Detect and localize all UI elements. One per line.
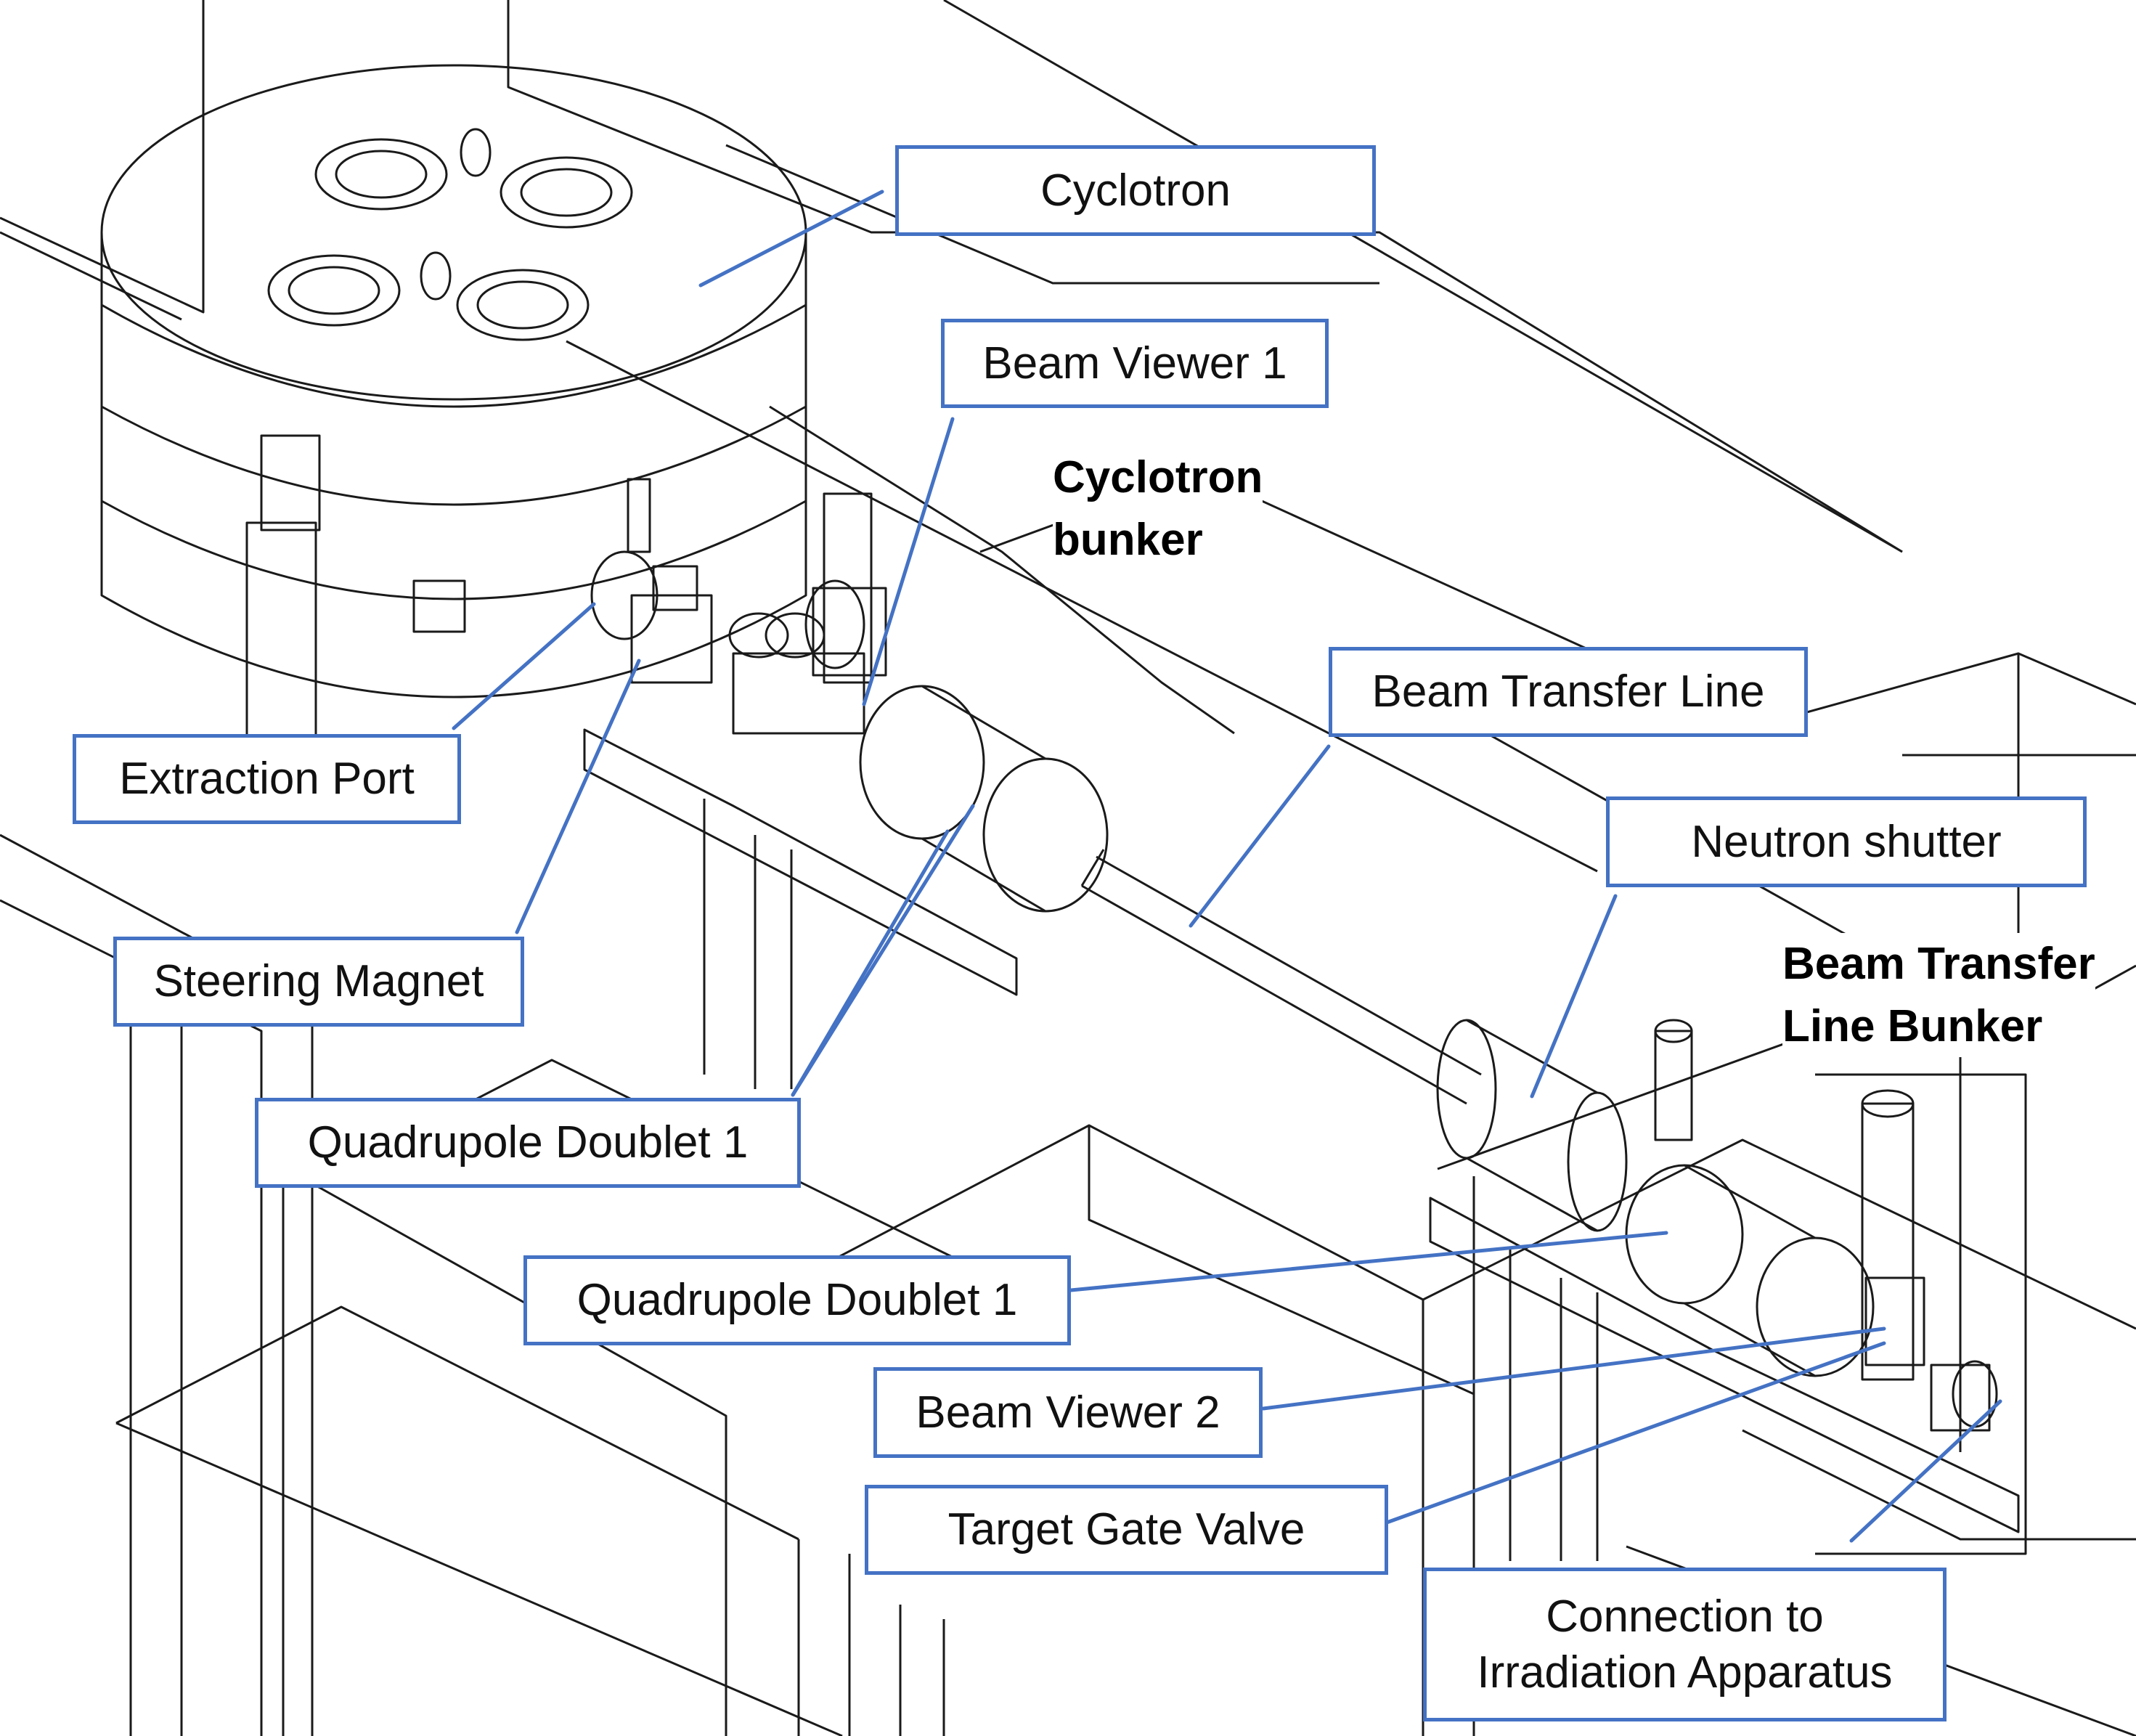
cyclotron-body: [100, 64, 807, 742]
title-transfer-bunker-line1: Beam Transfer: [1782, 939, 2095, 989]
label-beam-transfer-line-text: Beam Transfer Line: [1371, 667, 1765, 717]
label-beam-viewer-1: Beam Viewer 1: [941, 319, 1329, 408]
label-connection-line1: Connection to: [1546, 1591, 1824, 1642]
label-neutron-shutter-text: Neutron shutter: [1691, 816, 2002, 867]
label-steering-magnet-text: Steering Magnet: [153, 956, 484, 1007]
label-beam-viewer-2: Beam Viewer 2: [873, 1367, 1263, 1458]
label-extraction-port-text: Extraction Port: [119, 754, 415, 804]
beam-transfer-pipe: [1080, 849, 1482, 1105]
label-neutron-shutter: Neutron shutter: [1606, 796, 2087, 887]
quadrupole-doublet-1-upper: [859, 685, 1109, 913]
callout-leaders: [452, 190, 2002, 1543]
label-quadrupole-doublet-upper: Quadrupole Doublet 1: [255, 1098, 801, 1188]
label-cyclotron-text: Cyclotron: [1040, 165, 1231, 216]
label-quadrupole-doublet-upper-text: Quadrupole Doublet 1: [307, 1117, 749, 1168]
label-beam-viewer-2-text: Beam Viewer 2: [916, 1387, 1220, 1438]
label-target-gate-valve-text: Target Gate Valve: [947, 1504, 1305, 1555]
label-connection-irradiation: Connection to Irradiation Apparatus: [1423, 1568, 1947, 1721]
title-transfer-bunker-line2: Line Bunker: [1782, 1001, 2043, 1051]
label-extraction-port: Extraction Port: [73, 734, 461, 824]
label-cyclotron: Cyclotron: [895, 145, 1376, 236]
beam-viewer-1-assembly: [728, 492, 887, 735]
title-cyclotron-bunker-line2: bunker: [1053, 514, 1203, 565]
label-quadrupole-doublet-lower-text: Quadrupole Doublet 1: [576, 1275, 1018, 1326]
label-connection-line2: Irradiation Apparatus: [1477, 1647, 1893, 1698]
label-beam-transfer-line: Beam Transfer Line: [1329, 647, 1808, 737]
support-stands: [583, 728, 2020, 1561]
neutron-shutter: [1436, 1019, 1693, 1232]
label-steering-magnet: Steering Magnet: [113, 937, 524, 1027]
label-target-gate-valve: Target Gate Valve: [865, 1485, 1388, 1575]
title-cyclotron-bunker: Cyclotron bunker: [1053, 447, 1263, 571]
lower-beamline-assembly: [1625, 1089, 1998, 1432]
label-quadrupole-doublet-lower: Quadrupole Doublet 1: [523, 1255, 1071, 1345]
extraction-assembly: [590, 478, 713, 684]
title-cyclotron-bunker-line1: Cyclotron: [1053, 452, 1263, 502]
title-transfer-line-bunker: Beam Transfer Line Bunker: [1782, 933, 2095, 1058]
label-beam-viewer-1-text: Beam Viewer 1: [982, 338, 1287, 388]
